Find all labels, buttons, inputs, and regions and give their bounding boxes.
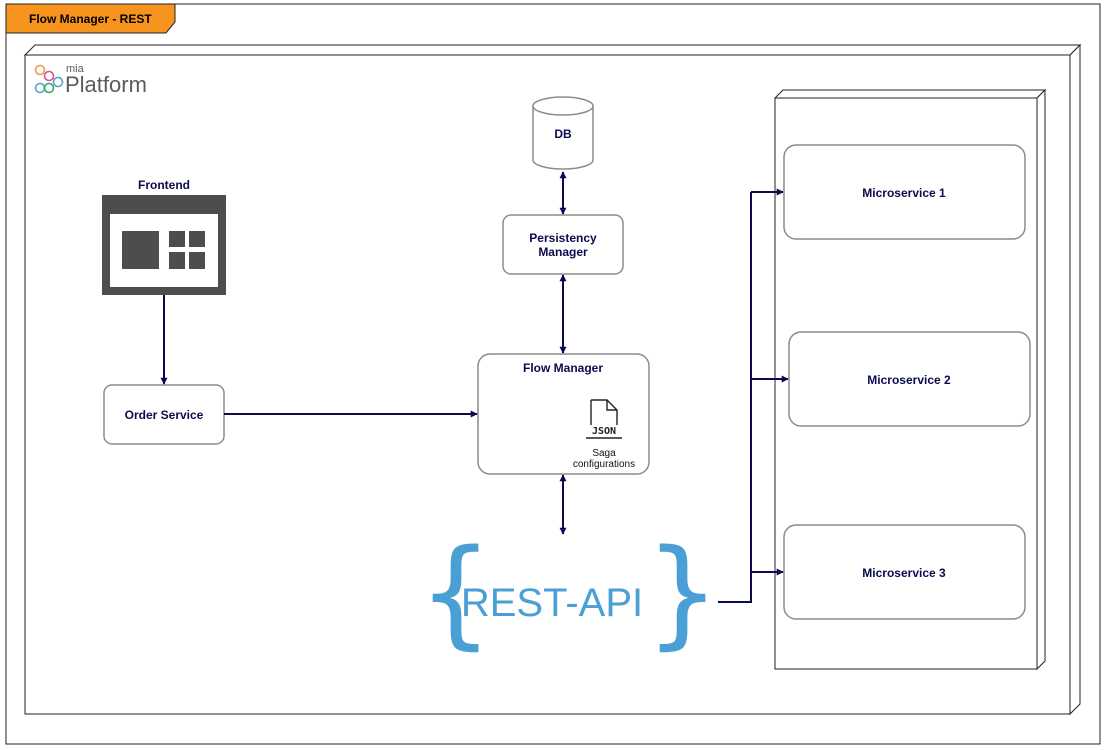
logo-platform-text: Platform xyxy=(65,72,147,97)
db-cylinder: DB xyxy=(532,96,594,170)
persistency-manager-line1: Persistency xyxy=(529,231,597,245)
microservice-3-box xyxy=(783,524,1026,620)
order-service-label: Order Service xyxy=(125,408,204,422)
saga-label-line1: Saga xyxy=(592,448,616,459)
microservice-3-label: Microservice 3 xyxy=(862,566,946,580)
flow-manager-box xyxy=(477,353,650,475)
json-icon-text: JSON xyxy=(592,426,616,437)
persistency-manager-box xyxy=(502,214,624,275)
microservice-2-box xyxy=(788,331,1031,427)
microservice-2-label: Microservice 2 xyxy=(867,373,951,387)
mia-platform-logo: mia Platform xyxy=(34,63,147,97)
flow-manager-label: Flow Manager xyxy=(523,361,603,375)
rest-api-node: { REST-API } xyxy=(418,523,720,661)
microservice-1-box xyxy=(783,144,1026,240)
frontend-icon xyxy=(102,195,226,295)
frontend-label: Frontend xyxy=(138,178,190,192)
hexagon-logo-icon xyxy=(34,64,64,94)
title-tab xyxy=(5,3,176,34)
microservice-1-label: Microservice 1 xyxy=(862,186,946,200)
title-tab-label: Flow Manager - REST xyxy=(29,12,152,26)
rest-api-open-brace: { xyxy=(418,523,493,661)
connector-rest-api-bus xyxy=(718,192,752,603)
db-label: DB xyxy=(554,127,572,141)
saga-label-line2: configurations xyxy=(573,459,635,470)
logo-mia-text: mia xyxy=(66,63,85,75)
rest-api-label: REST-API xyxy=(461,581,643,625)
rest-api-close-brace: } xyxy=(645,523,720,661)
connectors xyxy=(160,171,789,603)
json-file-icon: JSON xyxy=(586,399,622,439)
persistency-manager-line2: Manager xyxy=(538,245,588,259)
